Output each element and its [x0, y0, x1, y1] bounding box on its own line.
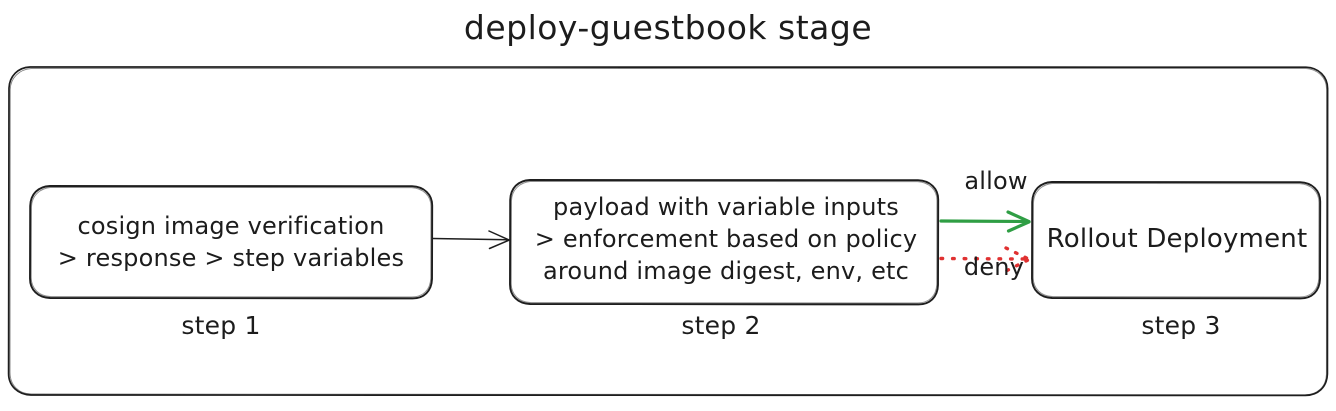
- step2-line-1: payload with variable inputs: [553, 193, 899, 221]
- step2-line-2: > enforcement based on policy: [534, 225, 918, 253]
- step3-line-1: Rollout Deployment: [1046, 224, 1308, 254]
- page-title: deploy-guestbook stage: [463, 8, 873, 47]
- step1-node-text: cosign image verification > response > s…: [24, 186, 438, 298]
- step2-node-frame[interactable]: [509, 179, 940, 306]
- step1-line-2: > response > step variables: [57, 244, 405, 272]
- edge-step1-to-step2: [432, 230, 510, 250]
- step3-node-text: Rollout Deployment: [1032, 182, 1322, 296]
- step1-line-1: cosign image verification: [77, 212, 385, 240]
- step1-caption: step 1: [181, 311, 261, 340]
- edge-label-deny: deny: [963, 253, 1025, 281]
- stage-container-frame: [7, 66, 1329, 397]
- step2-line-3: around image digest, env, etc: [542, 257, 910, 285]
- step3-caption: step 3: [1141, 311, 1221, 340]
- step3-node-frame[interactable]: [1031, 181, 1322, 300]
- step1-node-frame[interactable]: [29, 185, 434, 300]
- step2-caption: step 2: [681, 311, 761, 340]
- edge-allow-arrow: [939, 210, 1031, 233]
- edge-label-allow: allow: [964, 167, 1028, 195]
- step2-node-text: payload with variable inputs > enforceme…: [508, 180, 944, 298]
- edge-deny-arrow: [939, 246, 1031, 273]
